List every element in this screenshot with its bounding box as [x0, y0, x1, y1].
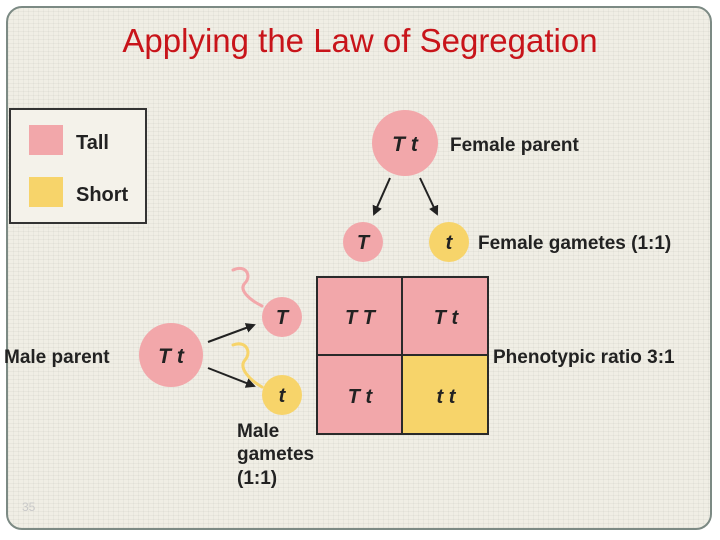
punnett-cell-Tt-bottom: T t: [348, 386, 374, 408]
punnett-cell-Tt-top-bg: [402, 277, 488, 355]
female-gamete-t-circle: [429, 222, 469, 262]
female-parent-genotype: T t: [392, 133, 419, 156]
male-parent-label: Male parent: [4, 347, 110, 368]
female-gametes-label: Female gametes (1:1): [478, 233, 671, 254]
male-gamete-t-circle: [262, 375, 302, 415]
female-parent-label: Female parent: [450, 135, 579, 156]
male-gametes-label-line3: (1:1): [237, 468, 277, 489]
male-arrow-bottom: [207, 367, 256, 388]
phenotypic-ratio-label: Phenotypic ratio 3:1: [493, 347, 675, 368]
male-parent-genotype: T t: [158, 345, 185, 368]
female-arrow-left: [372, 177, 391, 216]
legend-short-label: Short: [76, 184, 129, 206]
male-parent-circle: [139, 323, 203, 387]
female-gametes: T t Female gametes (1:1): [343, 222, 671, 262]
page-number: 35: [22, 500, 36, 514]
slide-frame: [6, 6, 712, 530]
female-arrow-right: [419, 177, 439, 216]
female-gamete-T: T: [357, 232, 371, 254]
punnett-cell-tt-bg: [402, 355, 488, 434]
slide-title: Applying the Law of Segregation: [122, 22, 598, 59]
male-parent: Male parent T t: [4, 323, 203, 387]
punnett-square: T T T t T t t t: [316, 276, 489, 435]
punnett-cell-TT: T T: [345, 307, 377, 329]
female-parent: T t Female parent: [372, 110, 579, 176]
male-gametes-label-line2: gametes: [237, 444, 314, 465]
female-parent-circle: [372, 110, 438, 176]
punnett-cell-tt: t t: [437, 386, 457, 408]
male-gamete-T-tail: [231, 267, 264, 308]
male-arrow-top: [207, 323, 256, 343]
male-gamete-T: T: [276, 307, 290, 329]
legend-short-swatch: [29, 177, 63, 207]
legend-tall-label: Tall: [76, 132, 109, 154]
female-gamete-T-circle: [343, 222, 383, 262]
punnett-cell-TT-bg: [317, 277, 402, 355]
punnett-cell-Tt-top: T t: [434, 307, 460, 329]
male-gametes: T t Male gametes (1:1): [237, 297, 314, 489]
legend-tall-swatch: [29, 125, 63, 155]
female-gamete-t: t: [446, 232, 454, 254]
punnett-cell-Tt-bottom-bg: [317, 355, 402, 434]
legend: Tall Short: [9, 108, 147, 224]
male-gamete-t: t: [279, 385, 287, 407]
male-gamete-T-circle: [262, 297, 302, 337]
male-gametes-label-line1: Male: [237, 421, 279, 442]
